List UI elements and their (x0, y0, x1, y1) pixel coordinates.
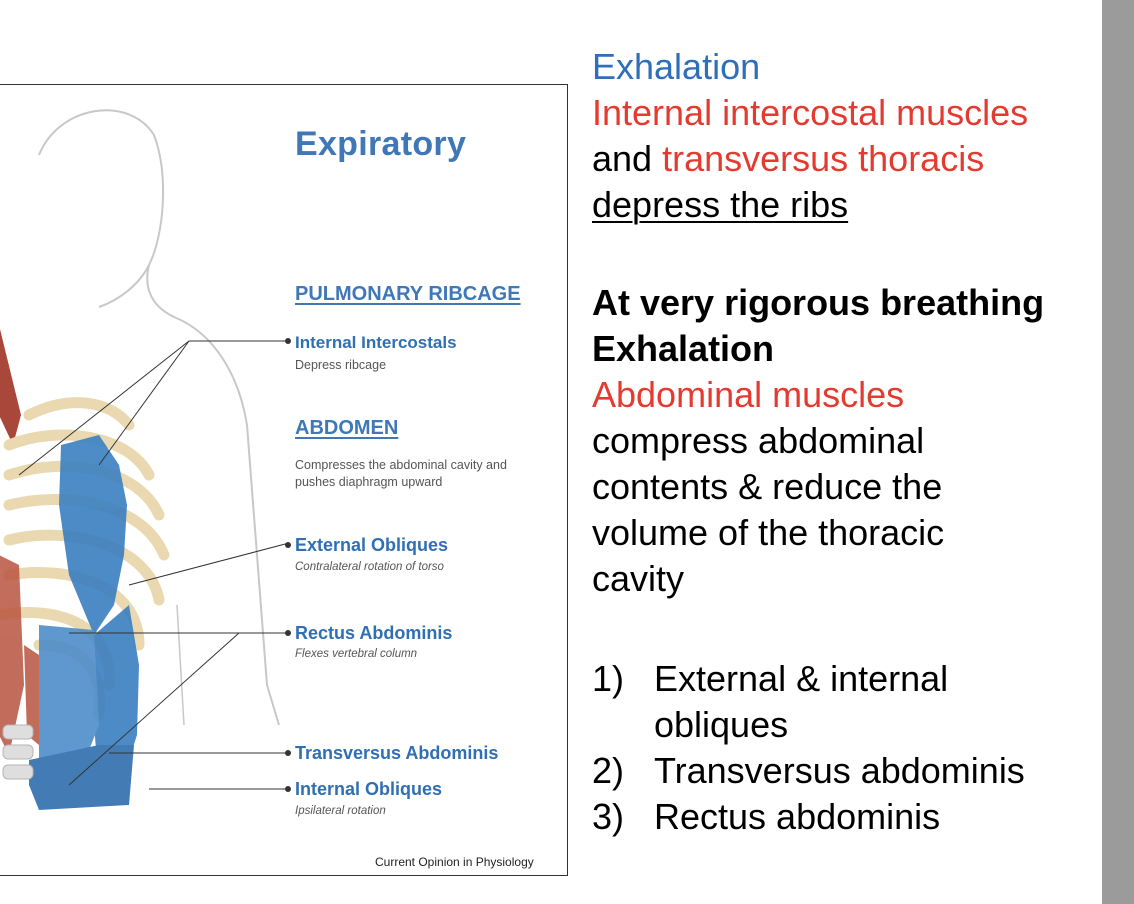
figure-title: Expiratory (295, 125, 467, 163)
label-dot (285, 338, 291, 344)
neck-outline (98, 264, 150, 308)
leader-lines (18, 340, 290, 790)
text-and-transversus-line: and transversus thoracis (592, 136, 984, 182)
label-dot (285, 542, 291, 548)
label-external-obliques: External Obliques (295, 535, 449, 555)
text-depress-ribs: depress the ribs (592, 184, 849, 225)
desc-rectus-abdominis: Flexes vertebral column (295, 648, 418, 660)
heading-exhalation: Exhalation (592, 46, 761, 87)
label-dot (285, 630, 291, 636)
heading-exhalation-bold: Exhalation (592, 328, 775, 369)
slide: Expiratory PULMONARY RIBCAGE Internal In… (0, 46, 1045, 876)
section-pulmonary-ribcage: PULMONARY RIBCAGE (295, 283, 521, 305)
list-item-1-line-2: obliques (654, 704, 789, 745)
label-dot (285, 750, 291, 756)
label-rectus-abdominis: Rectus Abdominis (295, 623, 453, 643)
desc-internal-obliques: Ipsilateral rotation (295, 805, 386, 817)
desc-external-obliques: Contralateral rotation of torso (295, 561, 444, 573)
desc-abdomen: Compresses the abdominal cavity and push… (295, 458, 507, 489)
text-abdominal-muscles: Abdominal muscles (592, 374, 905, 415)
section-abdomen: ABDOMEN (295, 417, 399, 439)
muscles-blue (29, 435, 139, 810)
neck-muscle (0, 329, 21, 445)
text-compress-line-2: contents & reduce the (592, 466, 943, 507)
heading-rigorous-breathing: At very rigorous breathing (592, 282, 1045, 323)
list-item-3: Rectus abdominis (654, 796, 941, 837)
text-transversus-thoracis: transversus thoracis (662, 138, 985, 179)
body-outline (38, 109, 280, 726)
text-compress-line-3: volume of the thoracic (592, 512, 945, 553)
spine (2, 724, 34, 780)
text-compress-line-4: cavity (592, 558, 685, 599)
muscles-red (0, 555, 39, 755)
label-internal-obliques: Internal Obliques (295, 779, 443, 799)
list-number-2: 2) (592, 750, 625, 791)
label-dot (285, 786, 291, 792)
text-compress-line-1: compress abdominal (592, 420, 925, 461)
text-internal-intercostal: Internal intercostal muscles (592, 92, 1029, 133)
anatomy-illustration (0, 109, 290, 810)
list-number-1: 1) (592, 658, 625, 699)
list-item-1-line-1: External & internal (654, 658, 949, 699)
anatomy-figure: Expiratory PULMONARY RIBCAGE Internal In… (0, 84, 568, 876)
desc-internal-intercostals: Depress ribcage (295, 358, 387, 372)
scrollbar[interactable] (1102, 0, 1134, 904)
label-internal-intercostals: Internal Intercostals (295, 333, 457, 352)
label-transversus-abdominis: Transversus Abdominis (295, 743, 499, 763)
list-item-2: Transversus abdominis (654, 750, 1025, 791)
list-number-3: 3) (592, 796, 625, 837)
figure-credit: Current Opinion in Physiology (375, 855, 534, 869)
text-and: and (592, 138, 663, 179)
side-outline (176, 604, 185, 726)
